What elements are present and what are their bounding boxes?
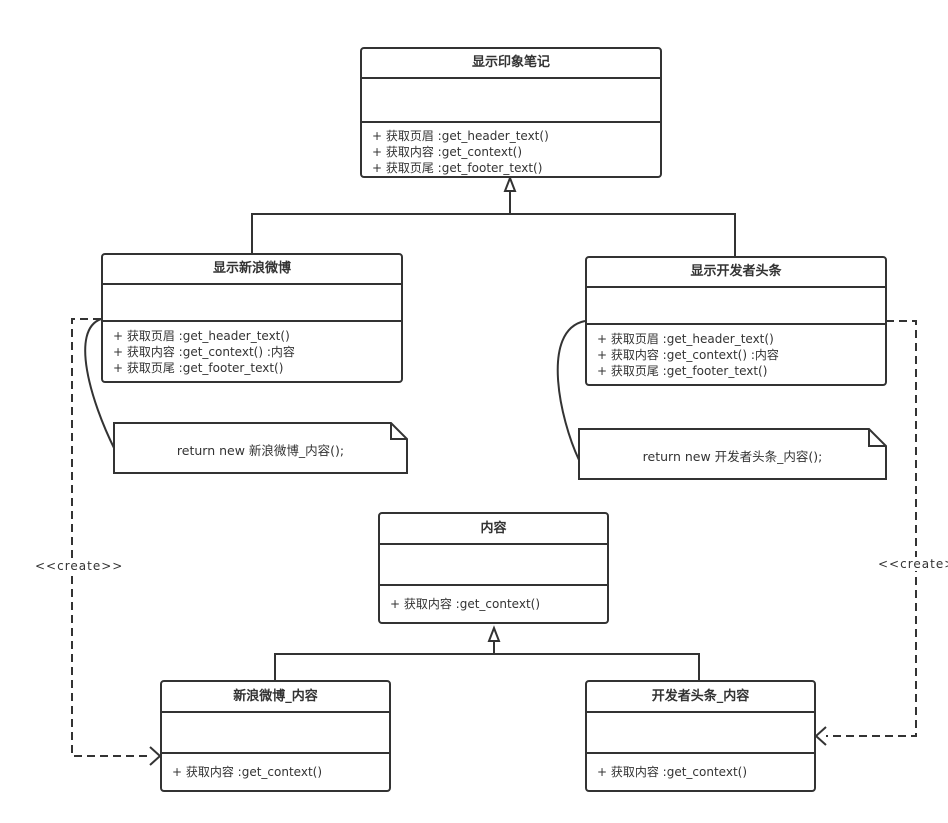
create-arrowhead-left — [149, 746, 162, 766]
operation: + 获取内容 :get_context() — [172, 765, 323, 779]
note-shape-right — [578, 428, 887, 480]
class-toutiao[interactable]: 显示开发者头条 + 获取页眉 :get_header_text() + 获取内容… — [585, 256, 887, 386]
operation: + 获取页眉 :get_header_text() — [113, 329, 290, 343]
class-title: 新浪微博_内容 — [162, 682, 389, 713]
operation: + 获取页眉 :get_header_text() — [372, 129, 549, 143]
class-sina[interactable]: 显示新浪微博 + 获取页眉 :get_header_text() + 获取内容 … — [101, 253, 403, 383]
operation: + 获取内容 :get_context() — [390, 597, 541, 611]
note-shape-left — [113, 422, 408, 474]
class-attributes — [587, 288, 885, 325]
class-operations: + 获取页眉 :get_header_text() + 获取内容 :get_co… — [362, 123, 660, 182]
operation: + 获取页尾 :get_footer_text() — [113, 361, 284, 375]
class-attributes — [380, 545, 607, 586]
class-title: 显示印象笔记 — [362, 49, 660, 79]
class-operations: + 获取页眉 :get_header_text() + 获取内容 :get_co… — [587, 325, 885, 385]
class-title: 显示开发者头条 — [587, 258, 885, 288]
class-attributes — [587, 713, 814, 754]
operation: + 获取页尾 :get_footer_text() — [372, 161, 543, 175]
class-sina-neirong[interactable]: 新浪微博_内容 + 获取内容 :get_context() — [160, 680, 391, 792]
class-attributes — [362, 79, 660, 123]
generalization-top — [251, 175, 736, 256]
class-attributes — [162, 713, 389, 754]
class-attributes — [103, 285, 401, 322]
generalization-bottom — [274, 625, 700, 681]
create-arrowhead-right — [814, 726, 827, 746]
class-title: 开发者头条_内容 — [587, 682, 814, 713]
create-label-left: <<create>> — [35, 559, 124, 573]
class-operations: + 获取内容 :get_context() — [380, 586, 607, 618]
class-title: 显示新浪微博 — [103, 255, 401, 285]
class-title: 内容 — [380, 514, 607, 545]
create-label-right: <<create>> — [878, 557, 948, 571]
operation: + 获取内容 :get_context() :内容 — [113, 345, 295, 359]
operation: + 获取内容 :get_context() — [372, 145, 523, 159]
class-toutiao-neirong[interactable]: 开发者头条_内容 + 获取内容 :get_context() — [585, 680, 816, 792]
operation: + 获取内容 :get_context() — [597, 765, 748, 779]
note-text-right: return new 开发者头条_内容(); — [642, 449, 823, 464]
create-dependency-right — [826, 320, 917, 737]
operation: + 获取页眉 :get_header_text() — [597, 332, 774, 346]
operation: + 获取页尾 :get_footer_text() — [597, 364, 768, 378]
class-operations: + 获取页眉 :get_header_text() + 获取内容 :get_co… — [103, 322, 401, 382]
class-neirong[interactable]: 内容 + 获取内容 :get_context() — [378, 512, 609, 624]
create-dependency-left — [71, 318, 150, 757]
note-connector-right — [556, 320, 586, 461]
class-yinxiang[interactable]: 显示印象笔记 + 获取页眉 :get_header_text() + 获取内容 … — [360, 47, 662, 178]
note-connector-left — [84, 318, 116, 451]
note-text-left: return new 新浪微博_内容(); — [176, 443, 345, 458]
class-operations: + 获取内容 :get_context() — [162, 754, 389, 786]
operation: + 获取内容 :get_context() :内容 — [597, 348, 779, 362]
class-operations: + 获取内容 :get_context() — [587, 754, 814, 786]
